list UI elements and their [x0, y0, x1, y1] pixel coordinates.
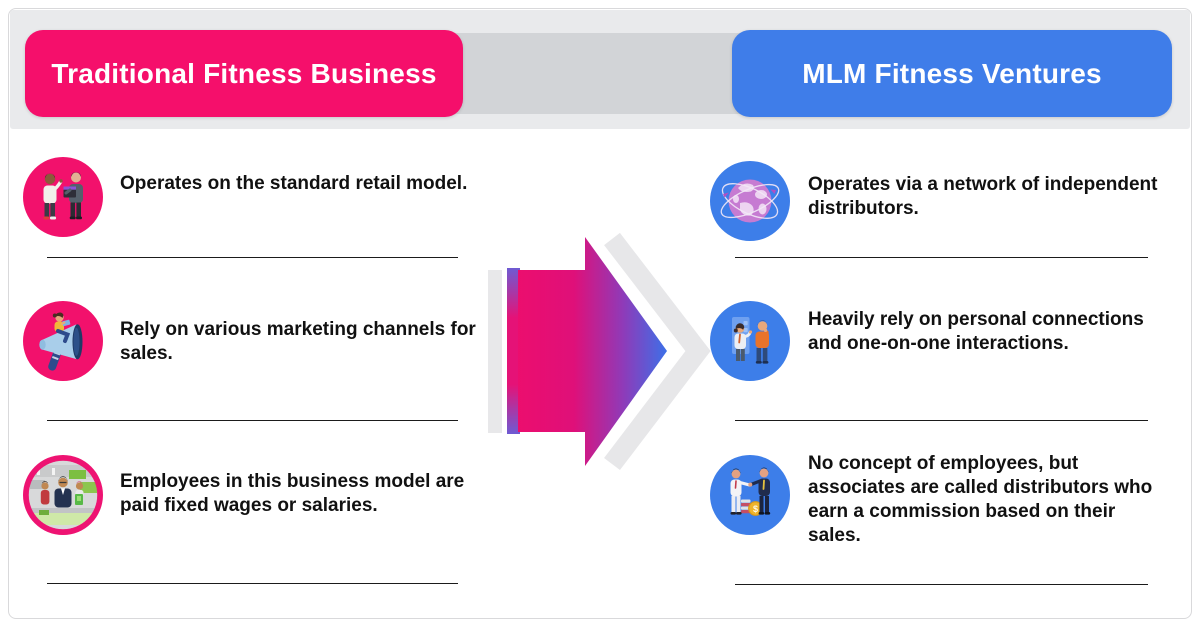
svg-text:$: $ [753, 504, 758, 514]
personal-connection-icon [710, 301, 790, 381]
mlm-item-text-1: Operates via a network of independent di… [808, 174, 1158, 219]
traditional-title: Traditional Fitness Business [51, 57, 437, 89]
mlm-item-text-3: No concept of employees, but associates … [808, 453, 1153, 546]
traditional-item-text-1: Operates on the standard retail model. [120, 173, 468, 194]
mlm-item-text-2: Heavily rely on personal connections and… [808, 309, 1144, 354]
transition-arrow [488, 232, 711, 471]
global-network-icon [710, 161, 790, 241]
divider-line [47, 420, 458, 421]
mlm-header-pill: MLM Fitness Ventures [732, 30, 1172, 117]
divider-line [735, 584, 1148, 585]
commission-handshake-icon: $ [710, 455, 790, 535]
store-employees-icon [23, 455, 103, 535]
divider-line [47, 257, 458, 258]
traditional-header-pill: Traditional Fitness Business [25, 30, 463, 117]
marketing-megaphone-icon [23, 301, 103, 381]
traditional-item-text-3: Employees in this business model are pai… [120, 471, 465, 516]
retail-customers-icon [23, 157, 103, 237]
divider-line [735, 257, 1148, 258]
divider-line [735, 420, 1148, 421]
traditional-item-text-2: Rely on various marketing channels for s… [120, 319, 476, 364]
mlm-title: MLM Fitness Ventures [802, 57, 1102, 89]
divider-line [47, 583, 458, 584]
card-border [8, 8, 1192, 619]
